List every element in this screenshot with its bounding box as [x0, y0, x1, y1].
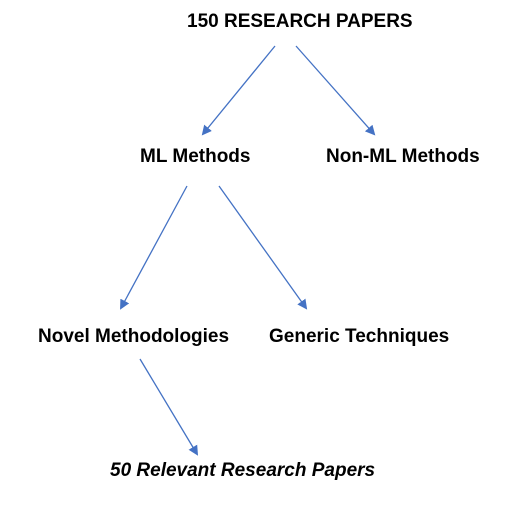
arrow-ml-to-novel — [120, 185, 188, 310]
arrow-ml-to-generic — [218, 185, 308, 310]
node-generic-techniques: Generic Techniques — [269, 326, 450, 347]
node-non-ml-methods: Non-ML Methods — [326, 146, 480, 167]
arrow-root-to-ml — [201, 45, 276, 136]
arrow-root-to-non-ml — [295, 45, 376, 136]
node-50-relevant-research-papers: 50 Relevant Research Papers — [110, 460, 376, 481]
arrow-novel-to-relevant — [139, 358, 199, 456]
node-novel-methodologies: Novel Methodologies — [38, 326, 230, 347]
node-150-research-papers: 150 RESEARCH PAPERS — [187, 11, 413, 32]
node-ml-methods: ML Methods — [140, 146, 251, 167]
